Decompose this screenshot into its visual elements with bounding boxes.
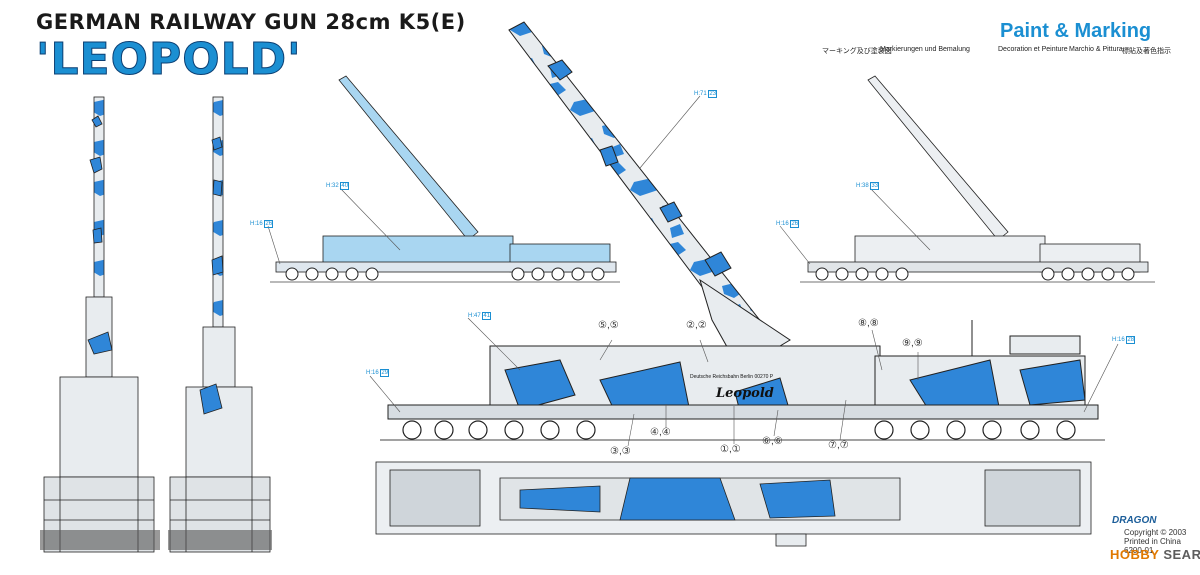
copyright-line1: Copyright © 2003 [1124,528,1187,537]
title-line2: 'LEOPOLD' [36,34,302,86]
hobby-search-watermark: HOBBY SEARCH [1110,547,1200,562]
copyright-code: 6200-01 [1124,546,1154,555]
height-label-c: H:71 23 [694,90,718,98]
side-view-camo-wheels [402,420,1076,440]
marking-9: ⑨,⑨ [902,338,923,349]
vehicle-stencil: Deutsche Reichsbahn Berlin 00270 P [690,374,774,380]
side-view-pale [800,75,1155,283]
side-view-camo [380,320,1105,441]
marking-8: ⑧,⑧ [858,318,879,329]
copyright: Copyright © 2003 Printed in China 6200-0… [1124,528,1186,555]
marking-5: ⑤,⑤ [598,320,619,331]
marking-3: ③,③ [610,446,631,457]
marking-6: ⑥,⑥ [762,436,783,447]
vehicle-name: Leopold [716,386,774,401]
leader-lines [267,95,1119,447]
marking-2: ②,② [686,320,707,331]
lang-chinese: 標貼及著色指示 [1122,48,1171,55]
paint-marking-label: Paint & Marking [1000,20,1152,42]
side-view-pale-wheels [815,267,1135,281]
height-label-a: H:16 26 [250,220,274,228]
watermark-part2: SEARCH [1163,547,1200,562]
height-label-e: H:16 26 [776,220,800,228]
height-label-h: H:16 29 [366,369,390,377]
lang-italian: Marchio & Pittura [1069,46,1123,53]
rear-view [168,96,272,553]
side-view-light-blue [270,75,620,283]
copyright-line2: Printed in China [1124,537,1181,546]
front-view [40,96,160,553]
marking-4: ④,④ [650,427,671,438]
height-label-b: H:32 40 [326,182,350,190]
marking-7: ⑦,⑦ [828,440,849,451]
main-barrel [508,21,791,371]
watermark-part1: HOBBY [1110,547,1160,562]
side-view-light-blue-wheels [285,267,605,281]
height-label-g: H:16 28 [1112,336,1136,344]
height-label-d: H:38 33 [856,182,880,190]
lang-french: Decoration et Peinture [998,46,1068,53]
title-line1: GERMAN RAILWAY GUN 28cm K5(E) [36,10,466,34]
lang-japanese: マーキング及び塗装図 [822,48,892,55]
lang-german: Markierungen und Bemalung [880,46,970,53]
dragon-logo: DRAGON [1112,515,1157,526]
height-label-f: H:47 41 [468,312,492,320]
top-view [375,461,1092,547]
marking-1: ①,① [720,444,741,455]
